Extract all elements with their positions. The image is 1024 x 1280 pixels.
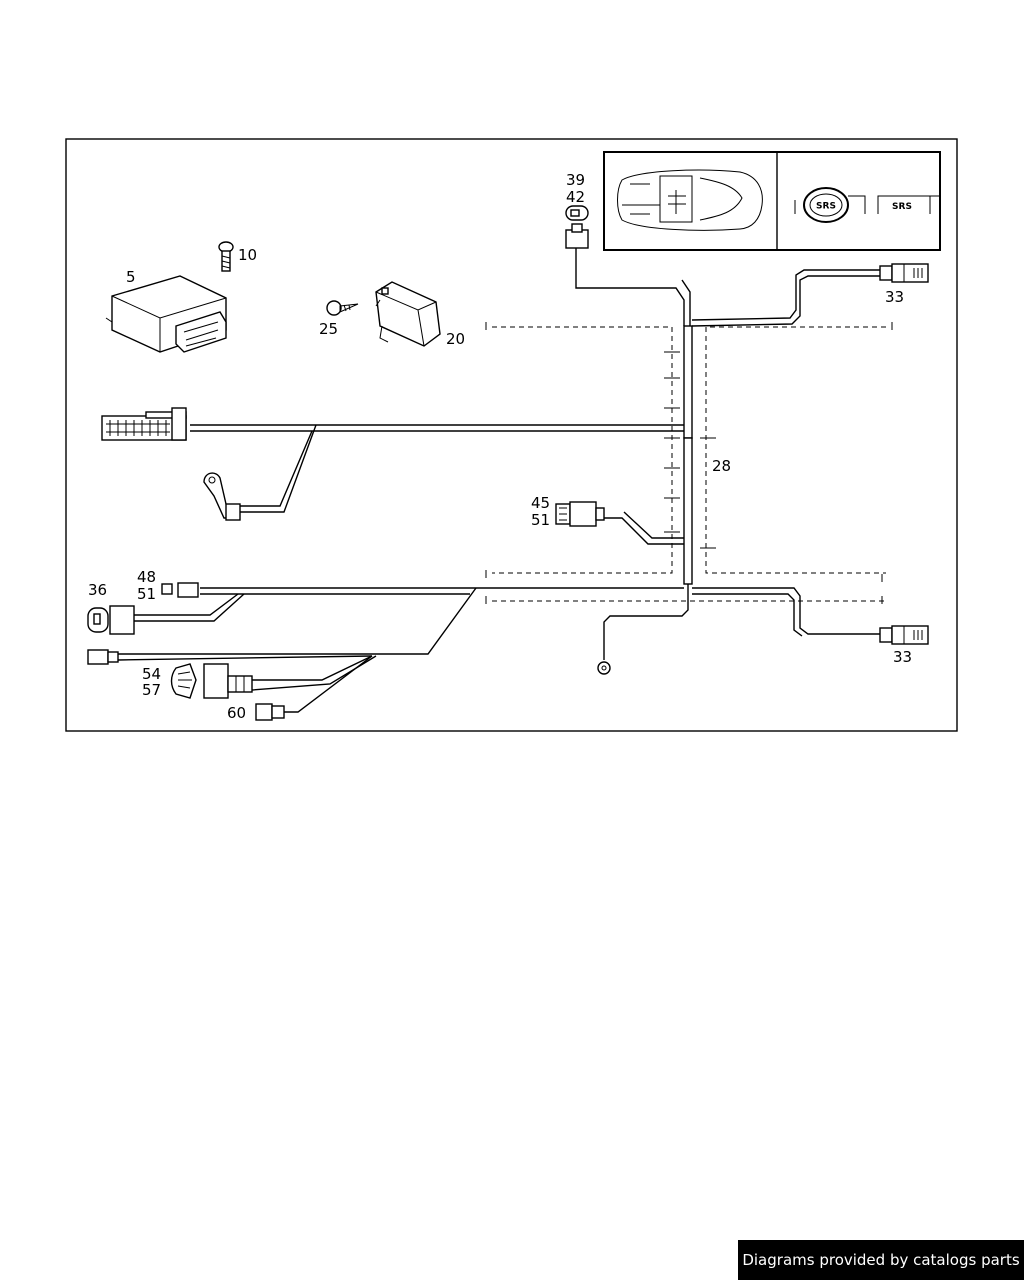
label-part-25: 25 [319, 320, 338, 338]
label-part-28: 28 [712, 457, 731, 475]
harness-trunk [575, 248, 880, 585]
screw-part-25 [326, 300, 359, 316]
control-unit-part-5 [105, 275, 227, 353]
label-part-33-top: 33 [885, 288, 904, 306]
label-part-39: 39 [566, 171, 585, 189]
connector-36 [87, 605, 135, 635]
harness-lower-branch [117, 584, 880, 713]
sensor-part-20 [375, 281, 441, 347]
srs-dash-badge: SRS [892, 202, 912, 212]
label-part-42: 42 [566, 188, 585, 206]
diagram-frame [65, 138, 958, 732]
ground-lug [203, 472, 241, 521]
label-part-45: 45 [531, 494, 550, 512]
connector-54-57 [170, 663, 253, 699]
label-part-60: 60 [227, 704, 246, 722]
mounting-outline [485, 322, 893, 604]
label-part-33-bottom: 33 [893, 648, 912, 666]
label-part-10: 10 [238, 246, 257, 264]
connector-48-51 [161, 582, 199, 598]
label-part-20: 20 [446, 330, 465, 348]
label-part-51-mid: 51 [531, 511, 550, 529]
connector-33-bottom [879, 625, 929, 645]
connector-39-42 [565, 205, 589, 249]
locator-inset: SRS SRS [603, 151, 941, 251]
label-part-54: 54 [142, 665, 161, 683]
steering-wheel-srs-icon: SRS [794, 187, 866, 223]
plug-left [87, 649, 119, 665]
car-top-view-icon [617, 169, 763, 231]
label-part-48: 48 [137, 568, 156, 586]
label-part-51-left: 51 [137, 585, 156, 603]
multi-pin-connector [101, 407, 187, 441]
footer-credit: Diagrams provided by catalogs parts [738, 1240, 1024, 1280]
connector-60 [255, 703, 285, 721]
label-part-5: 5 [126, 268, 136, 286]
label-part-36: 36 [88, 581, 107, 599]
connector-33-top [879, 263, 929, 283]
ring-terminal [597, 661, 611, 675]
connector-45-51 [555, 501, 605, 527]
bolt-part-10 [218, 241, 234, 272]
harness-left-branch [190, 424, 684, 545]
dashboard-srs-icon: SRS [877, 195, 940, 214]
srs-wheel-badge: SRS [816, 202, 836, 212]
label-part-57: 57 [142, 681, 161, 699]
